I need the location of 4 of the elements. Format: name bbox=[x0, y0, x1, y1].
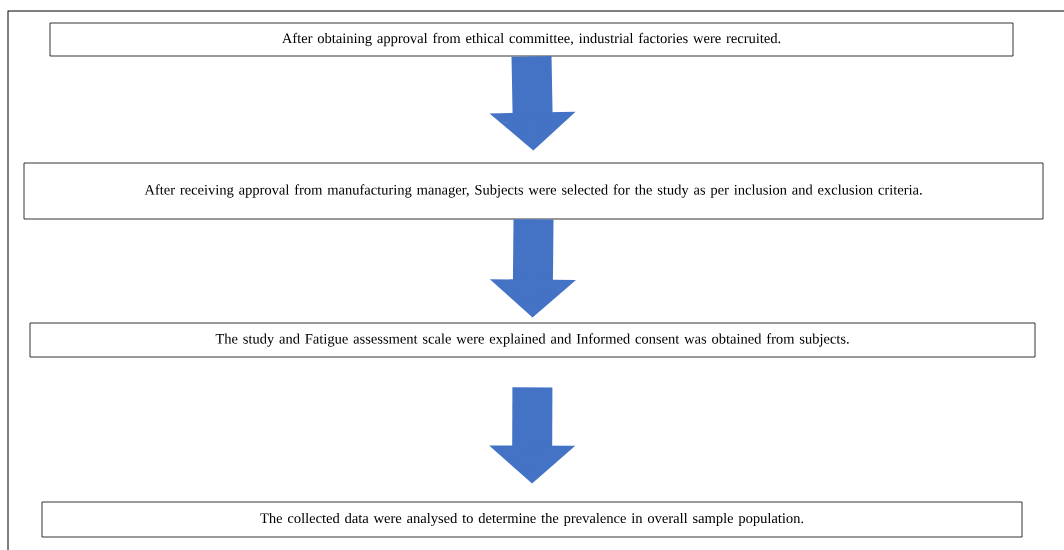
process-box: The collected data were analysed to determine the prevalence in overall sample population. bbox=[41, 501, 1023, 538]
process-box: After receiving approval from manufacturing manager, Subjects were selected for the study as per inclusion and exclusion criteria. bbox=[23, 162, 1044, 220]
process-box: The study and Fatigue assessment scale were explained and Informed consent was obtained from subjects. bbox=[29, 322, 1036, 358]
process-box: After obtaining approval from ethical committee, industrial factories were recruited. bbox=[49, 22, 1014, 57]
